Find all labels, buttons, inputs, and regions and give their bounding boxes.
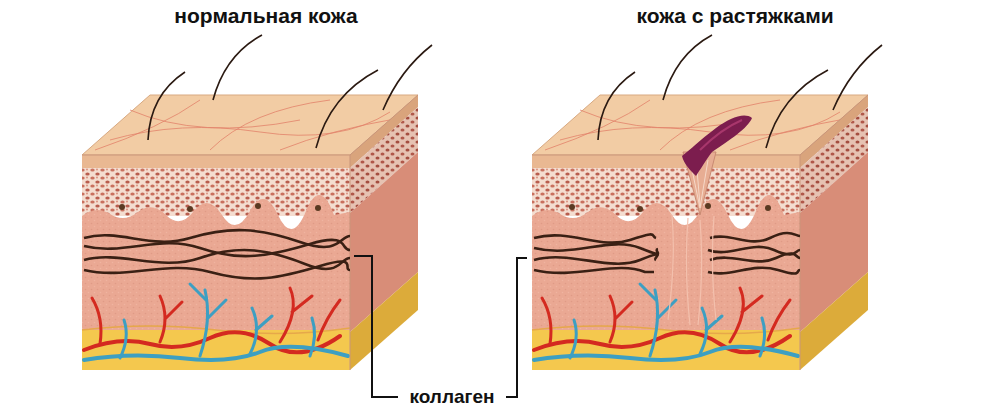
collagen-fibres — [84, 230, 350, 278]
panel-heading: нормальная кожа — [174, 4, 357, 28]
part-label: коллаген — [409, 386, 494, 408]
collagen-fibres-broken — [534, 233, 800, 274]
leader-line — [506, 258, 527, 397]
leader-line — [354, 256, 398, 397]
stretch-mark-highlight — [700, 120, 742, 150]
normal-skin-block — [82, 35, 432, 370]
panel-heading: кожа с растяжками — [636, 4, 833, 28]
stretched-skin-block — [532, 35, 882, 370]
thinned-dermis — [668, 215, 716, 325]
stretch-mark — [682, 116, 752, 176]
